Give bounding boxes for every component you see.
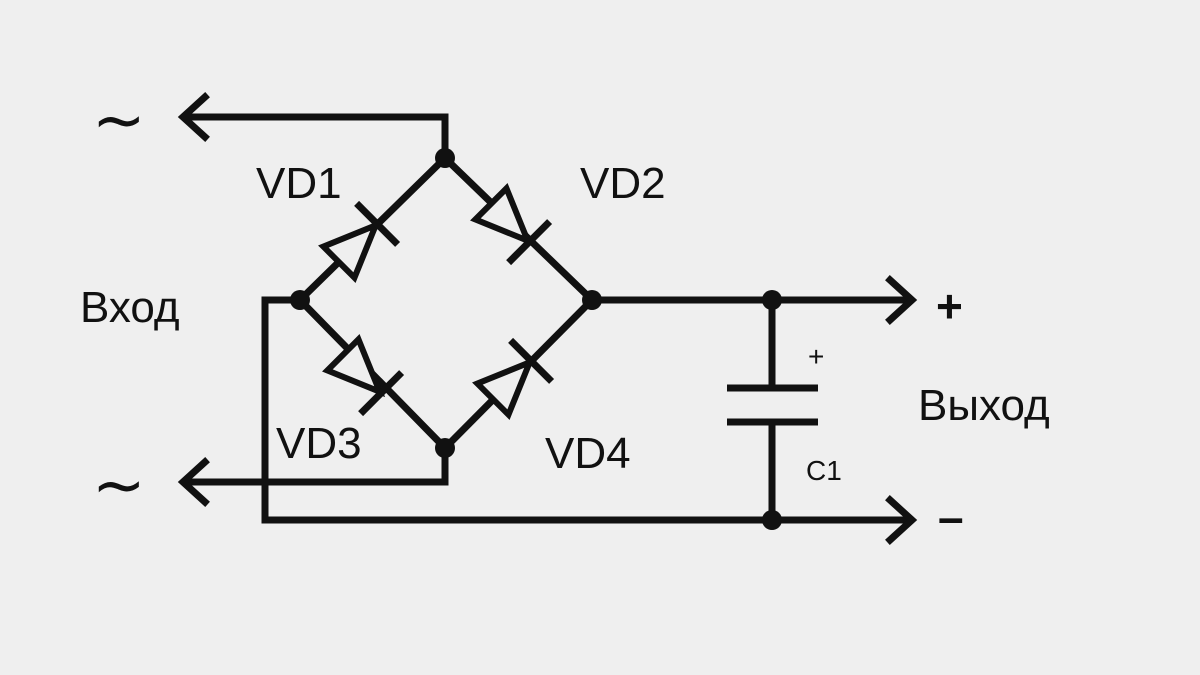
arrow-negative-icon: [885, 495, 918, 545]
output-label: Выход: [918, 381, 1050, 430]
capacitor-c1: [727, 384, 818, 426]
label-vd3: VD3: [276, 419, 362, 468]
diode-vd2-bar: [506, 219, 553, 266]
junction-positive: [762, 290, 782, 310]
arrows: [177, 92, 918, 545]
label-c1: C1: [806, 455, 842, 486]
arrow-ac-top-icon: [177, 92, 210, 142]
ac-symbol-bottom: ~: [92, 449, 146, 523]
arrow-positive-icon: [885, 275, 918, 325]
wire-ac-top: [181, 113, 449, 162]
diode-vd1-triangle: [318, 219, 382, 283]
junctions: [290, 148, 782, 530]
diode-vd2-triangle: [470, 183, 534, 247]
wire-negative-return: [261, 296, 914, 524]
junction-right: [582, 290, 602, 310]
diode-vd3-bar: [358, 370, 405, 417]
label-vd2: VD2: [580, 159, 666, 208]
output-minus-sign: –: [938, 491, 964, 543]
diode-vd4: [472, 337, 555, 420]
junction-bottom: [435, 438, 455, 458]
diode-vd1: [318, 200, 401, 283]
wire-ac-bottom: [181, 444, 449, 486]
label-vd4: VD4: [545, 429, 631, 478]
output-plus-sign: +: [936, 280, 963, 332]
input-label: Вход: [80, 283, 180, 332]
junction-top: [435, 148, 455, 168]
ac-symbol-top: ~: [92, 84, 146, 158]
junction-left: [290, 290, 310, 310]
diode-vd1-bar: [354, 200, 401, 247]
diode-vd4-bar: [508, 337, 555, 384]
capacitor-plus-sign: +: [808, 341, 824, 372]
arrow-ac-bottom-icon: [177, 457, 210, 507]
label-vd1: VD1: [256, 159, 342, 208]
junction-negative: [762, 510, 782, 530]
diode-vd4-triangle: [472, 356, 536, 420]
diode-vd2: [470, 183, 553, 266]
diode-vd3-triangle: [322, 334, 386, 398]
diode-vd3: [322, 334, 405, 417]
